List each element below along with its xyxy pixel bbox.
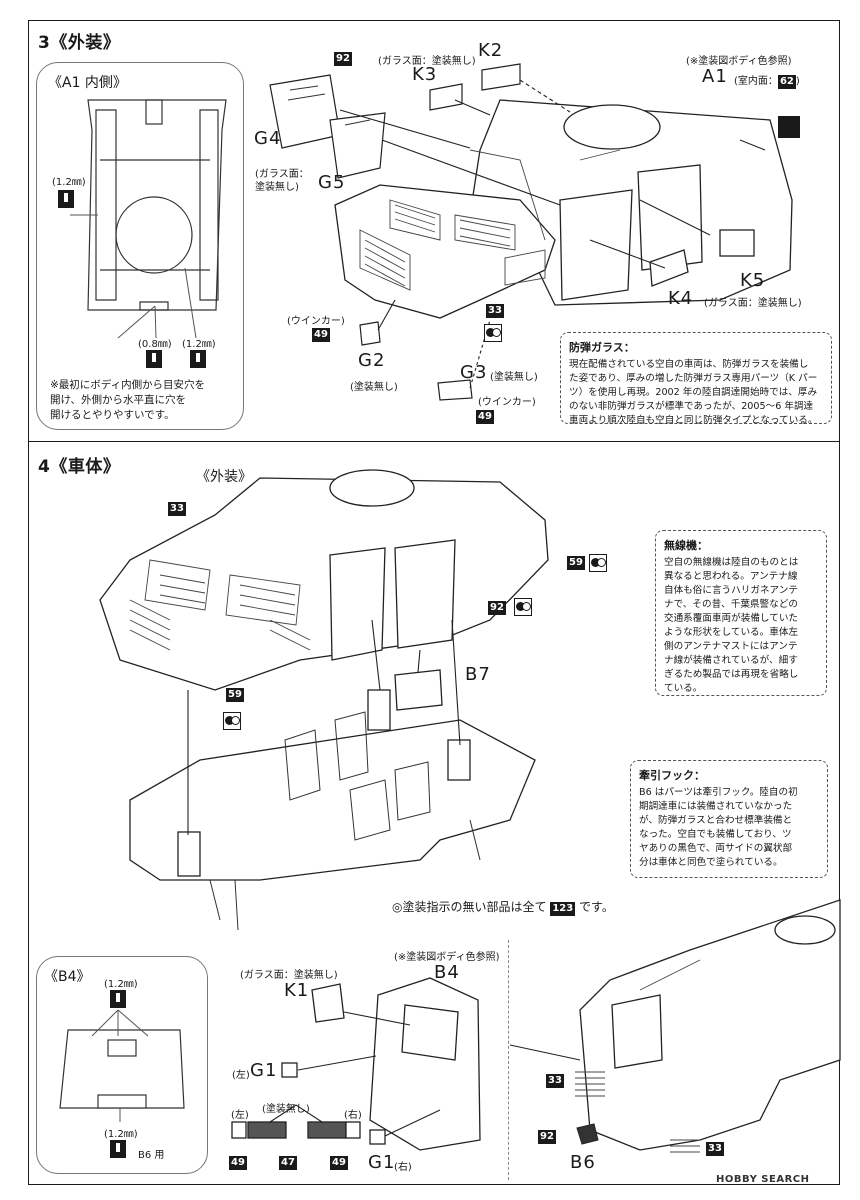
part-g3: G3 bbox=[460, 362, 488, 383]
anti-slip-mark-icon bbox=[778, 116, 800, 138]
part-g1-left: G1 bbox=[250, 1060, 278, 1081]
part-b4: B4 bbox=[434, 962, 460, 983]
drill-icon bbox=[110, 990, 126, 1008]
color-badge-33: 33 bbox=[706, 1142, 724, 1156]
color-badge-49: 49 bbox=[229, 1156, 247, 1170]
hobby-search-watermark: HOBBY SEARCH bbox=[716, 1174, 810, 1185]
b4-drill-bottom: (1.2㎜) bbox=[104, 1129, 138, 1140]
g1-right-side: (右) bbox=[394, 1162, 412, 1173]
color-badge-49: 49 bbox=[330, 1156, 348, 1170]
g3-note: (塗装無し) bbox=[490, 372, 538, 383]
k3-note: (ガラス面：塗装無し) bbox=[378, 56, 476, 67]
part-k1: K1 bbox=[284, 980, 310, 1001]
a1-inset-title: 《A1 内側》 bbox=[48, 75, 127, 91]
part-b7: B7 bbox=[465, 664, 491, 685]
tow-hook-note: 牽引フック： B6 はパーツは牽引フック。陸自の初 期調達車には装備されていなか… bbox=[630, 760, 828, 878]
winker-label-1: (ウインカー) bbox=[287, 316, 345, 327]
color-badge-59: 59 bbox=[567, 556, 585, 570]
color-badge-92: 92 bbox=[334, 52, 352, 66]
note-title: 牽引フック： bbox=[639, 769, 705, 782]
b6-use-label: B6 用 bbox=[138, 1150, 165, 1161]
k4-note: (ガラス面：塗装無し) bbox=[704, 298, 802, 309]
drill-icon bbox=[58, 190, 74, 208]
chart-right-label: (右) bbox=[344, 1110, 362, 1121]
color-badge-92: 92 bbox=[538, 1130, 556, 1144]
a1-inner-inset bbox=[36, 62, 244, 430]
b4-inset-title: 《B4》 bbox=[44, 969, 91, 985]
part-g4: G4 bbox=[254, 128, 282, 149]
paint-instruction: ◎塗装指示の無い部品は全て 123 です。 bbox=[392, 900, 614, 916]
color-badge-49: 49 bbox=[312, 328, 330, 342]
color-badge-33: 33 bbox=[546, 1074, 564, 1088]
drill-icon bbox=[110, 1140, 126, 1158]
drill-icon bbox=[146, 350, 162, 368]
a1-drill-size-2: (0.8㎜) bbox=[138, 339, 172, 350]
part-k3: K3 bbox=[412, 64, 438, 85]
two-tone-paint-icon bbox=[484, 324, 502, 342]
note-title: 防弾ガラス： bbox=[569, 341, 635, 354]
part-g2: G2 bbox=[358, 350, 386, 371]
chart-left-label: (左) bbox=[231, 1110, 249, 1121]
color-badge-49: 49 bbox=[476, 410, 494, 424]
g2-note: (塗装無し) bbox=[350, 382, 398, 393]
bulletproof-glass-note: 防弾ガラス： 現在配備されている空自の車両は、防弾ガラスを装備し た姿であり、厚… bbox=[560, 332, 832, 426]
note-body: 空自の無線機は陸自のものとは 異なると思われる。アンテナ線 自体も俗に言うハリガ… bbox=[664, 557, 799, 694]
a1-interior: (室内面：62) bbox=[734, 75, 800, 89]
part-a1: A1 bbox=[702, 66, 728, 87]
a1-drill-size-3: (1.2㎜) bbox=[182, 339, 216, 350]
k1-note: (ガラス面：塗装無し) bbox=[240, 970, 338, 981]
part-k2: K2 bbox=[478, 40, 504, 61]
step3-title: 3《外装》 bbox=[38, 33, 121, 53]
unpainted-label: (塗装無し) bbox=[262, 1104, 310, 1115]
b4-inset bbox=[36, 956, 208, 1174]
radio-note: 無線機： 空自の無線機は陸自のものとは 異なると思われる。アンテナ線 自体も俗に… bbox=[655, 530, 827, 696]
exterior-label: 《外装》 bbox=[196, 469, 252, 485]
winker-label-2: (ウインカー) bbox=[478, 397, 536, 408]
color-badge-123: 123 bbox=[550, 902, 576, 916]
step4-title: 4《車体》 bbox=[38, 457, 121, 477]
part-b6: B6 bbox=[570, 1152, 596, 1173]
part-g1-right: G1 bbox=[368, 1152, 396, 1173]
b4-note: (※塗装図ボディ色参照) bbox=[394, 952, 500, 963]
part-k4: K4 bbox=[668, 288, 694, 309]
part-k5: K5 bbox=[740, 270, 766, 291]
g5-note: (ガラス面： 塗装無し) bbox=[255, 169, 309, 193]
color-badge-62: 62 bbox=[777, 75, 796, 89]
a1-drill-size-1: (1.2㎜) bbox=[52, 177, 86, 188]
part-g5: G5 bbox=[318, 172, 346, 193]
a1-inset-note: ※最初にボディ内側から目安穴を 開け、外側から水平直に穴を 開けるとやりやすいで… bbox=[50, 379, 206, 421]
color-badge-92: 92 bbox=[488, 601, 506, 615]
note-body: 現在配備されている空自の車両は、防弾ガラスを装備し た姿であり、厚みの増した防弾… bbox=[569, 359, 818, 426]
two-tone-paint-icon bbox=[589, 554, 607, 572]
dashed-separator bbox=[508, 940, 509, 1180]
two-tone-paint-icon bbox=[223, 712, 241, 730]
instruction-frame bbox=[28, 20, 840, 1185]
color-badge-33: 33 bbox=[486, 304, 504, 318]
color-badge-33: 33 bbox=[168, 502, 186, 516]
color-badge-47: 47 bbox=[279, 1156, 297, 1170]
color-badge-59: 59 bbox=[226, 688, 244, 702]
g1-left-side: (左) bbox=[232, 1070, 250, 1081]
drill-icon bbox=[190, 350, 206, 368]
b4-drill-top: (1.2㎜) bbox=[104, 979, 138, 990]
two-tone-paint-icon bbox=[514, 598, 532, 616]
note-title: 無線機： bbox=[664, 539, 708, 552]
a1-note: (※塗装図ボディ色参照) bbox=[686, 56, 792, 67]
note-body: B6 はパーツは牽引フック。陸自の初 期調達車には装備されていなかった が、防弾… bbox=[639, 787, 798, 868]
section-divider bbox=[28, 441, 840, 442]
